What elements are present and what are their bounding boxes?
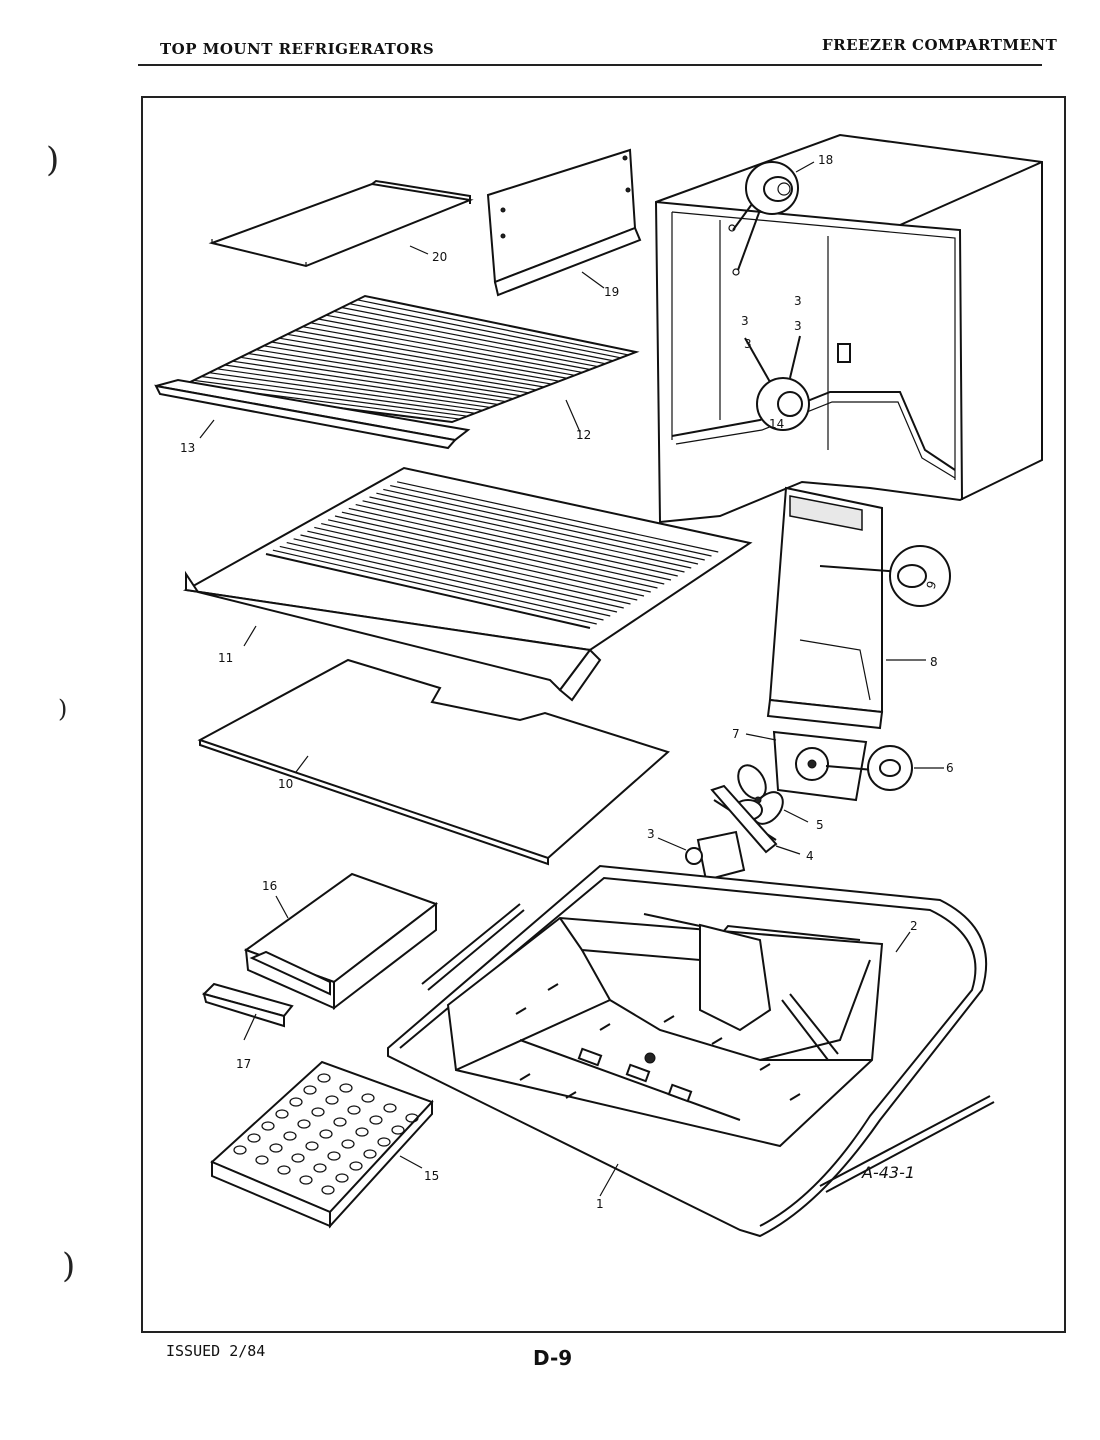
screw-hole-marker: 3 xyxy=(741,314,749,328)
callout-leaders xyxy=(199,161,944,1197)
freezer-cabinet xyxy=(654,133,1043,524)
callout-3: 3 xyxy=(647,827,655,841)
callout-4: 4 xyxy=(806,849,814,863)
section-title: TOP MOUNT REFRIGERATORS xyxy=(160,40,435,58)
part-15-ice-tray xyxy=(210,1060,434,1229)
callout-18: 18 xyxy=(818,153,833,167)
part-16-ice-bin xyxy=(243,872,439,1011)
callout-19: 19 xyxy=(604,285,619,299)
callout-14: 14 xyxy=(769,417,784,431)
callout-7: 7 xyxy=(732,727,740,741)
header-rule xyxy=(138,64,1042,66)
screw-hole-marker: 3 xyxy=(794,294,802,308)
callout-16: 16 xyxy=(262,879,277,893)
callout-13: 13 xyxy=(180,441,195,455)
callout-6: 6 xyxy=(946,761,954,775)
subsection-title: FREEZER COMPARTMENT xyxy=(822,36,1058,54)
callout-8: 8 xyxy=(930,655,938,669)
part-10-insulation-pad xyxy=(197,658,670,866)
callout-15: 15 xyxy=(424,1169,439,1183)
drawing-number: A-43-1 xyxy=(861,1163,915,1182)
callout-10: 10 xyxy=(278,777,293,791)
screw-hole-marker: 3 xyxy=(744,337,752,351)
part-12-wire-shelf xyxy=(174,294,640,424)
binder-hole-mark: ) xyxy=(58,695,68,723)
callout-20: 20 xyxy=(432,250,447,264)
callout-2: 2 xyxy=(910,919,918,933)
callout-17: 17 xyxy=(236,1057,251,1071)
issue-date: ISSUED 2/84 xyxy=(166,1342,266,1360)
callout-1: 1 xyxy=(596,1197,604,1211)
part-17-bin-trim xyxy=(202,982,294,1028)
page-code: D-9 xyxy=(533,1346,573,1370)
part-2-freezer-liner xyxy=(387,864,995,1238)
callout-5: 5 xyxy=(816,818,824,832)
callout-9: 9 xyxy=(924,579,940,591)
part-3-fan-motor xyxy=(685,784,778,882)
callout-11: 11 xyxy=(218,651,233,665)
part-19-rear-panel xyxy=(486,148,642,297)
callout-12: 12 xyxy=(576,428,591,442)
part-7-fan-shroud xyxy=(772,730,875,802)
part-8-fan-duct xyxy=(766,486,951,730)
diagram-frame xyxy=(141,96,1066,1333)
screw-hole-marker: 3 xyxy=(794,319,802,333)
part-13-shelf-trim xyxy=(154,378,471,450)
part-6-grommet xyxy=(867,745,913,791)
part-11-evaporator-cover xyxy=(182,466,753,702)
binder-hole-mark: ) xyxy=(62,1246,76,1286)
binder-hole-mark: ) xyxy=(46,140,60,180)
part-20-shelf-tray xyxy=(208,179,474,268)
